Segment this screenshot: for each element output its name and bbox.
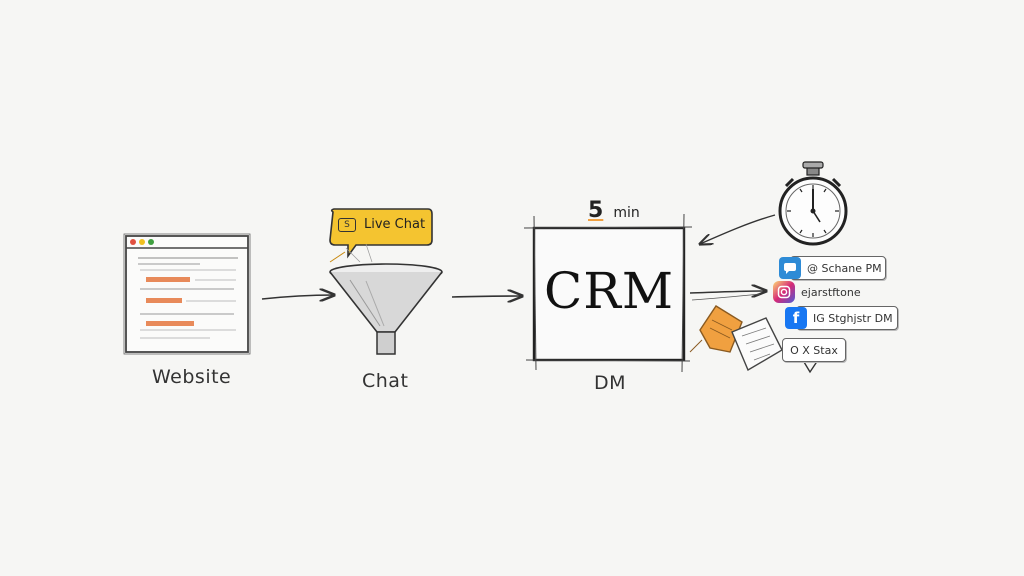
arrow-timer-to-crm	[700, 214, 776, 244]
channel-chip-instagram: ejarstftone	[773, 281, 861, 303]
check-mark	[803, 359, 819, 374]
website-label: Website	[152, 366, 232, 388]
channel-chip-text: ejarstftone	[801, 285, 861, 299]
timer-number: 5	[588, 198, 604, 223]
crm-box-text: CRM	[543, 262, 675, 320]
live-chat-text: Live Chat	[364, 217, 426, 232]
website-browser-sketch	[123, 233, 251, 355]
note-chip: O X Stax	[782, 338, 846, 362]
arrow-chat-to-crm	[451, 296, 522, 297]
channel-chip-facebook: f IG Stghjstr DM	[785, 306, 898, 330]
arrow-crm-to-channels	[689, 291, 766, 293]
channel-chip-text: @ Schane PM	[807, 261, 882, 275]
chat-app-icon	[779, 257, 801, 279]
channel-chip-chat: @ Schane PM	[779, 256, 886, 280]
channel-chip-text: IG Stghjstr DM	[813, 311, 893, 325]
dm-label: DM	[594, 372, 627, 394]
chat-label: Chat	[362, 370, 409, 392]
note-chip-text: O X Stax	[790, 343, 838, 357]
stopwatch-icon	[778, 161, 848, 246]
instagram-icon	[773, 281, 795, 303]
chat-bubble-icon: S	[338, 217, 356, 232]
arrow-website-to-chat	[261, 295, 334, 299]
facebook-icon: f	[785, 307, 807, 329]
timer-label: 5 min	[588, 198, 640, 223]
timer-unit: min	[613, 205, 640, 221]
crm-box-sketch	[523, 213, 693, 373]
orange-tag-note	[689, 305, 743, 353]
live-chat-bubble-content: S Live Chat	[338, 217, 425, 232]
funnel-sketch	[329, 243, 443, 355]
